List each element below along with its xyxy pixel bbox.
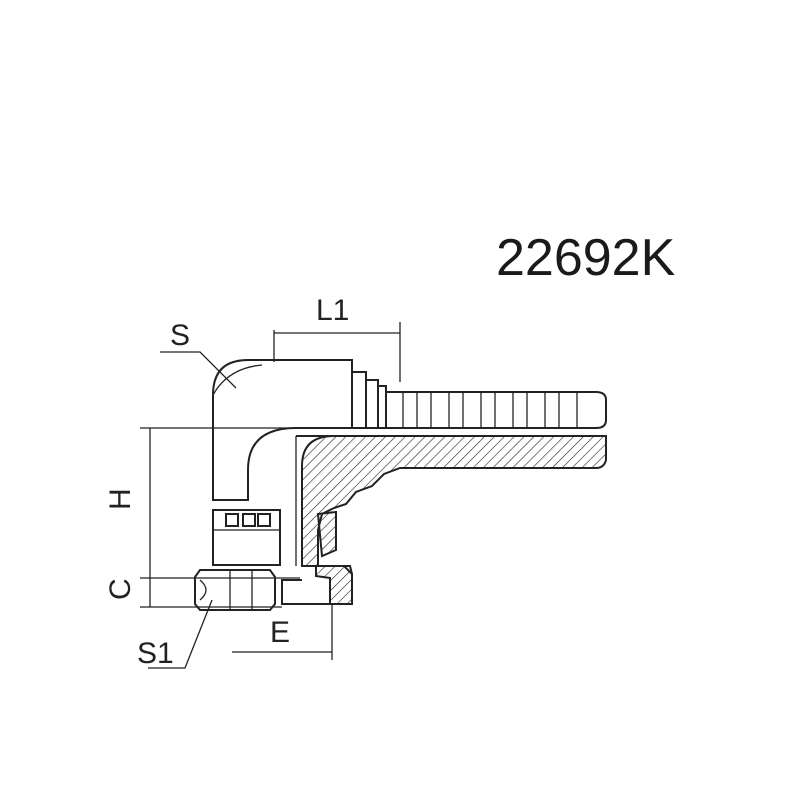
- dim-label-s: S: [170, 319, 190, 352]
- dim-label-s1: S1: [137, 637, 174, 670]
- nut-upper-flats: [212, 509, 281, 566]
- dim-label-c: C: [104, 578, 137, 600]
- part-number-label: 22692K: [496, 229, 676, 287]
- dimension-lines: [140, 322, 401, 669]
- section-view: [281, 435, 607, 605]
- hose-tail: [386, 391, 607, 429]
- swivel-nut: [194, 569, 276, 611]
- dim-label-h: H: [104, 488, 137, 510]
- ferrule-collar: [351, 371, 387, 429]
- dim-label-e: E: [270, 616, 290, 649]
- dim-label-l1: L1: [316, 294, 349, 327]
